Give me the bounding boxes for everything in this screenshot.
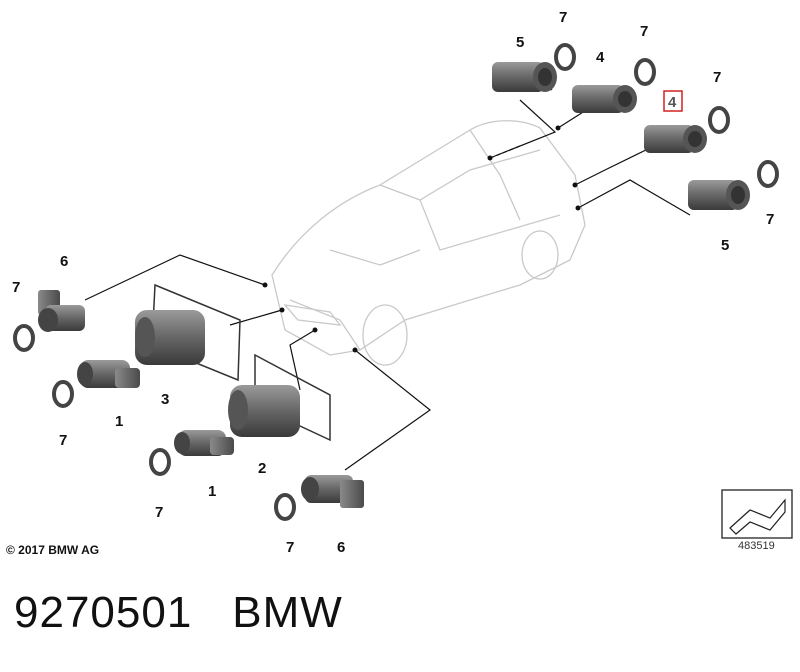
callout-5-top: 5: [516, 34, 524, 51]
sensor-right-5: [688, 180, 750, 210]
sensor-1-upper: [77, 360, 140, 388]
ring-parts: [13, 43, 779, 521]
callout-7: 7: [559, 9, 567, 26]
callout-7: 7: [155, 504, 163, 521]
leader-lines: [84, 84, 691, 471]
sensor-highlighted-4: [644, 125, 707, 153]
vehicle-outline: [271, 120, 586, 366]
callout-7: 7: [713, 69, 721, 86]
callout-3: 3: [161, 391, 169, 408]
callout-2: 2: [258, 460, 266, 477]
bracket-2: [228, 353, 331, 442]
callout-7: 7: [286, 539, 294, 556]
callout-7: 7: [640, 23, 648, 40]
sensor-top-5: [492, 62, 557, 92]
part-caption: 9270501 BMW: [14, 588, 383, 638]
sensor-1-lower: [174, 430, 234, 456]
sensor-bottom-6: [301, 475, 364, 508]
part-number: 9270501: [14, 588, 193, 637]
document-number: 483519: [738, 540, 775, 552]
sensor-left-6: [38, 290, 85, 332]
reference-arrow-icon: [721, 489, 793, 539]
sensor-top-4: [572, 85, 637, 113]
callout-1: 1: [115, 413, 123, 430]
bracket-3: [135, 283, 241, 382]
callout-7: 7: [59, 432, 67, 449]
highlight-box: [663, 90, 683, 112]
callout-7: 7: [766, 211, 774, 228]
callout-1: 1: [208, 483, 216, 500]
callout-4: 4: [596, 49, 605, 66]
copyright-text: © 2017 BMW AG: [6, 543, 100, 557]
brand-name: BMW: [232, 588, 343, 637]
callout-6-left: 6: [60, 253, 68, 270]
callout-5-right: 5: [721, 237, 729, 254]
callout-4-highlighted: 4: [668, 94, 677, 111]
callout-7: 7: [12, 279, 20, 296]
callout-6-bottom: 6: [337, 539, 345, 556]
